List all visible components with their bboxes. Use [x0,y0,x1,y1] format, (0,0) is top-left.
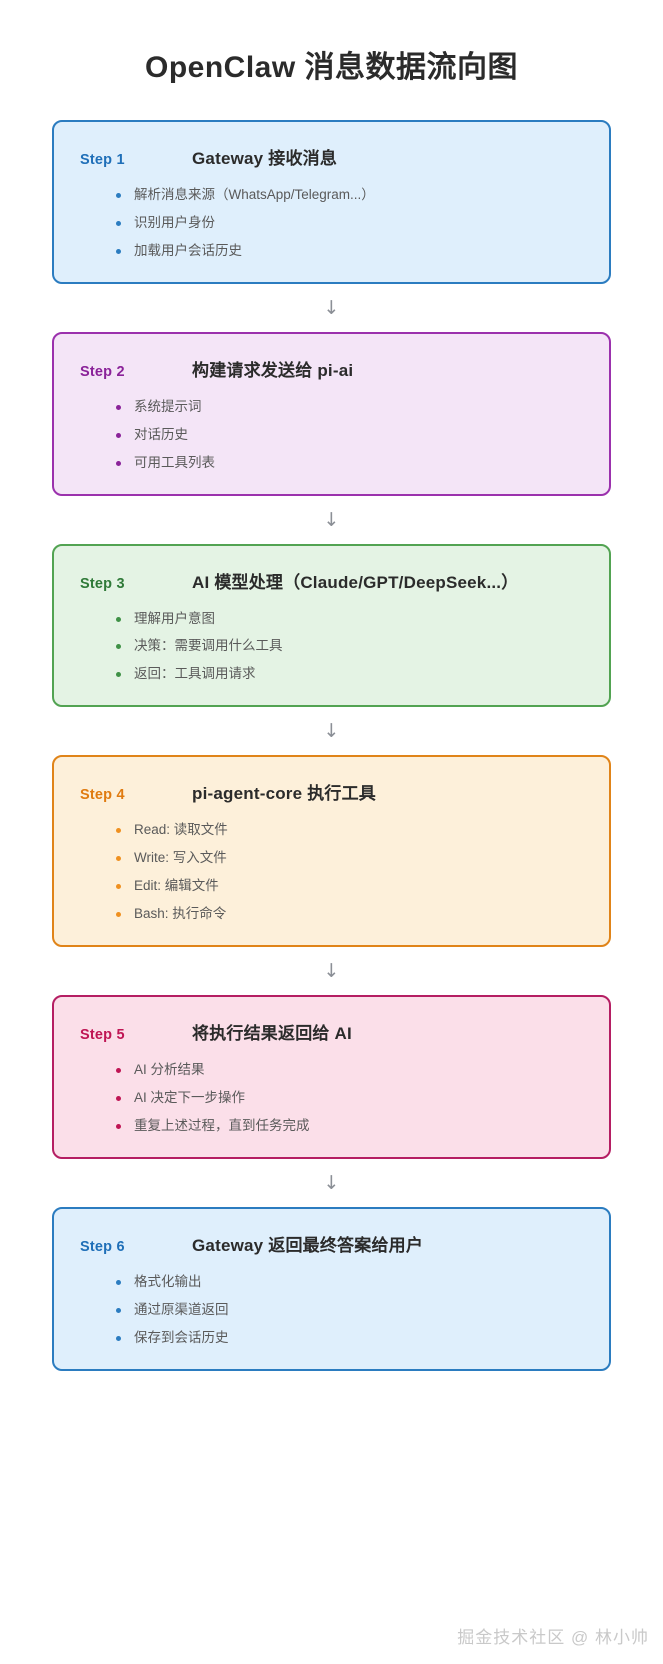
step-label: Step 5 [80,1026,125,1043]
bullet-item: AI 分析结果 [116,1060,583,1081]
step-bullet-list: 系统提示词对话历史可用工具列表 [80,397,583,474]
step-label: Step 4 [80,787,125,804]
step-header: Step 6 Gateway 返回最终答案给用户 [80,1231,583,1256]
step-header: Step 3 AI 模型处理（Claude/GPT/DeepSeek...） [80,568,583,593]
bullet-item: Write: 写入文件 [116,848,583,869]
step-heading: AI 模型处理（Claude/GPT/DeepSeek...） [192,572,519,592]
step-box-2: Step 2 构建请求发送给 pi-ai 系统提示词对话历史可用工具列表 [52,331,611,496]
step-heading: pi-agent-core 执行工具 [192,784,377,804]
step-heading: Gateway 返回最终答案给用户 [192,1235,424,1255]
flow-arrow-down-icon: ↓ [323,720,340,743]
step-bullet-list: 理解用户意图决策：需要调用什么工具返回：工具调用请求 [80,609,583,686]
bullet-item: 对话历史 [116,425,583,446]
bullet-item: 决策：需要调用什么工具 [116,636,583,657]
flow-arrow-down-icon: ↓ [323,1171,340,1194]
bullet-item: 系统提示词 [116,397,583,418]
bullet-item: 识别用户身份 [116,213,583,234]
bullet-item: 解析消息来源（WhatsApp/Telegram...） [116,185,583,206]
step-header: Step 5 将执行结果返回给 AI [80,1019,583,1044]
flow-steps-container: Step 1 Gateway 接收消息解析消息来源（WhatsApp/Telegr… [52,120,611,1371]
step-heading: 将执行结果返回给 AI [192,1023,352,1043]
step-box-5: Step 5 将执行结果返回给 AI AI 分析结果 AI 决定下一步操作重复上述过程… [52,994,611,1159]
step-bullet-list: 格式化输出通过原渠道返回保存到会话历史 [80,1272,583,1349]
step-box-6: Step 6 Gateway 返回最终答案给用户格式化输出通过原渠道返回保存到会话… [52,1206,611,1371]
bullet-item: AI 决定下一步操作 [116,1088,583,1109]
step-header: Step 1 Gateway 接收消息 [80,144,583,169]
watermark: 掘金技术社区 @ 林小帅 [457,1628,649,1647]
step-label: Step 2 [80,363,125,380]
bullet-item: 加载用户会话历史 [116,241,583,262]
step-box-1: Step 1 Gateway 接收消息解析消息来源（WhatsApp/Telegr… [52,120,611,284]
step-bullet-list: 解析消息来源（WhatsApp/Telegram...） 识别用户身份加载用户会话… [80,185,583,262]
bullet-item: 保存到会话历史 [116,1328,583,1349]
step-heading: Gateway 接收消息 [192,149,338,168]
step-bullet-list: Read: 读取文件 Write: 写入文件 Edit: 编辑文件 Bash: 执行命… [80,820,583,925]
bullet-item: 理解用户意图 [116,609,583,630]
step-box-3: Step 3 AI 模型处理（Claude/GPT/DeepSeek...） 理解用… [52,543,611,708]
page-title: OpenClaw 消息数据流向图 [144,51,519,84]
step-box-4: Step 4 pi-agent-core 执行工具 Read: 读取文件 Write:… [52,755,611,947]
bullet-item: 返回：工具调用请求 [116,664,583,685]
step-header: Step 2 构建请求发送给 pi-ai [80,356,583,381]
flow-arrow-down-icon: ↓ [323,296,340,319]
step-header: Step 4 pi-agent-core 执行工具 [80,779,583,804]
step-bullet-list: AI 分析结果 AI 决定下一步操作重复上述过程，直到任务完成 [80,1060,583,1137]
flow-arrow-down-icon: ↓ [323,508,340,531]
flow-arrow-down-icon: ↓ [323,959,340,982]
bullet-item: 可用工具列表 [116,453,583,474]
step-heading: 构建请求发送给 pi-ai [192,360,354,380]
step-label: Step 3 [80,575,125,592]
bullet-item: 通过原渠道返回 [116,1300,583,1321]
step-label: Step 1 [80,152,125,168]
bullet-item: 重复上述过程，直到任务完成 [116,1116,583,1137]
bullet-item: Read: 读取文件 [116,820,583,841]
bullet-item: Bash: 执行命令 [116,904,583,925]
bullet-item: 格式化输出 [116,1272,583,1293]
bullet-item: Edit: 编辑文件 [116,876,583,897]
step-label: Step 6 [80,1238,125,1255]
